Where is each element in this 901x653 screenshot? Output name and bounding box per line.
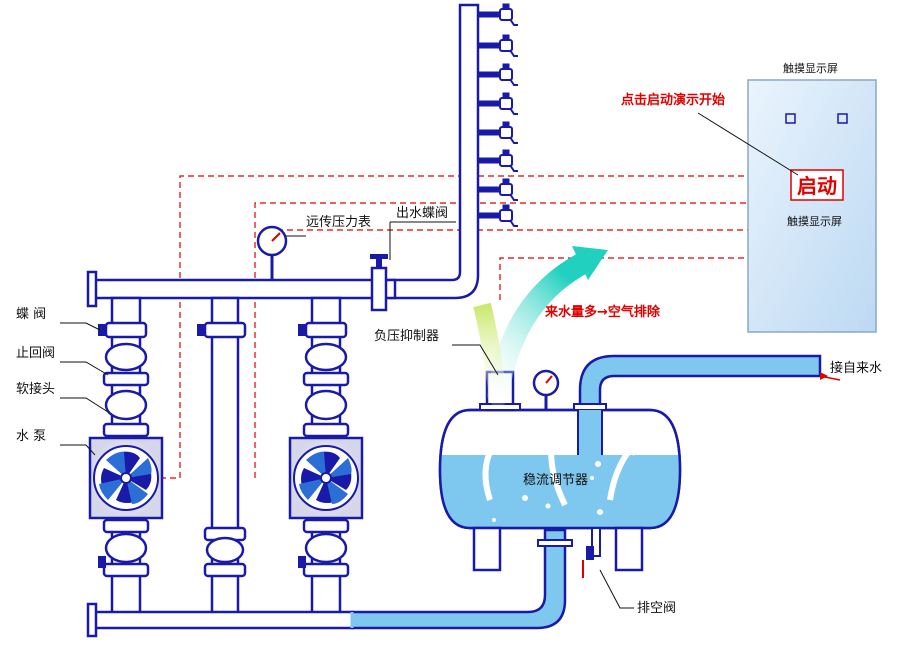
faucet-icon — [477, 3, 518, 227]
faucet-icon — [477, 204, 518, 227]
stabilizer-label: 稳流调节器 — [523, 472, 588, 488]
pump-line-2 — [288, 296, 364, 620]
outlet-butterfly-valve-label: 出水蝶阀 — [396, 206, 448, 221]
main-header-pipe — [86, 270, 397, 308]
screen-title-top: 触摸显示屏 — [783, 61, 838, 75]
faucet-icon — [477, 63, 518, 86]
pressure-gauge-icon — [256, 225, 288, 280]
faucet-icon — [477, 149, 518, 172]
inlet-label: 接自来水 — [830, 360, 882, 376]
remote-pressure-gauge-label: 远传压力表 — [306, 215, 371, 230]
outlet-butterfly-valve-icon — [370, 254, 388, 312]
faucet-icon — [477, 3, 518, 26]
screen-title-bottom: 触摸显示屏 — [787, 214, 842, 228]
negative-pressure-suppressor-label: 负压抑制器 — [374, 329, 439, 344]
soft-joint-label: 软接头 — [16, 381, 55, 397]
touch-screen-panel — [747, 79, 877, 333]
pressure-gauge-icon — [532, 369, 560, 410]
bypass-line — [197, 296, 247, 620]
pump-line-1 — [88, 296, 164, 620]
suction-pipe — [86, 528, 573, 638]
air-release-note: 来水量多→空气排除 — [544, 304, 661, 320]
faucet-icon — [477, 121, 518, 144]
butterfly-valve-label: 蝶 阀 — [16, 307, 46, 322]
water-pump-label: 水 泵 — [16, 429, 46, 444]
pump-impeller-icon — [297, 449, 355, 507]
drain-valve-label: 排空阀 — [637, 601, 676, 616]
riser-pipe — [388, 3, 480, 300]
stabilizer-tank — [438, 408, 682, 572]
leader-lines — [60, 112, 841, 609]
faucet-icon — [477, 178, 518, 201]
start-button-label: 启动 — [797, 174, 837, 198]
drain-valve-icon — [582, 527, 601, 578]
pump-impeller-icon — [97, 449, 155, 507]
air-release-arrow-icon — [473, 246, 608, 406]
faucet-icon — [477, 92, 518, 115]
start-button[interactable]: 启动 — [790, 169, 844, 201]
demo-hint: 点击启动演示开始 — [621, 92, 725, 108]
check-valve-label: 止回阀 — [16, 346, 55, 361]
faucet-icon — [477, 34, 518, 57]
